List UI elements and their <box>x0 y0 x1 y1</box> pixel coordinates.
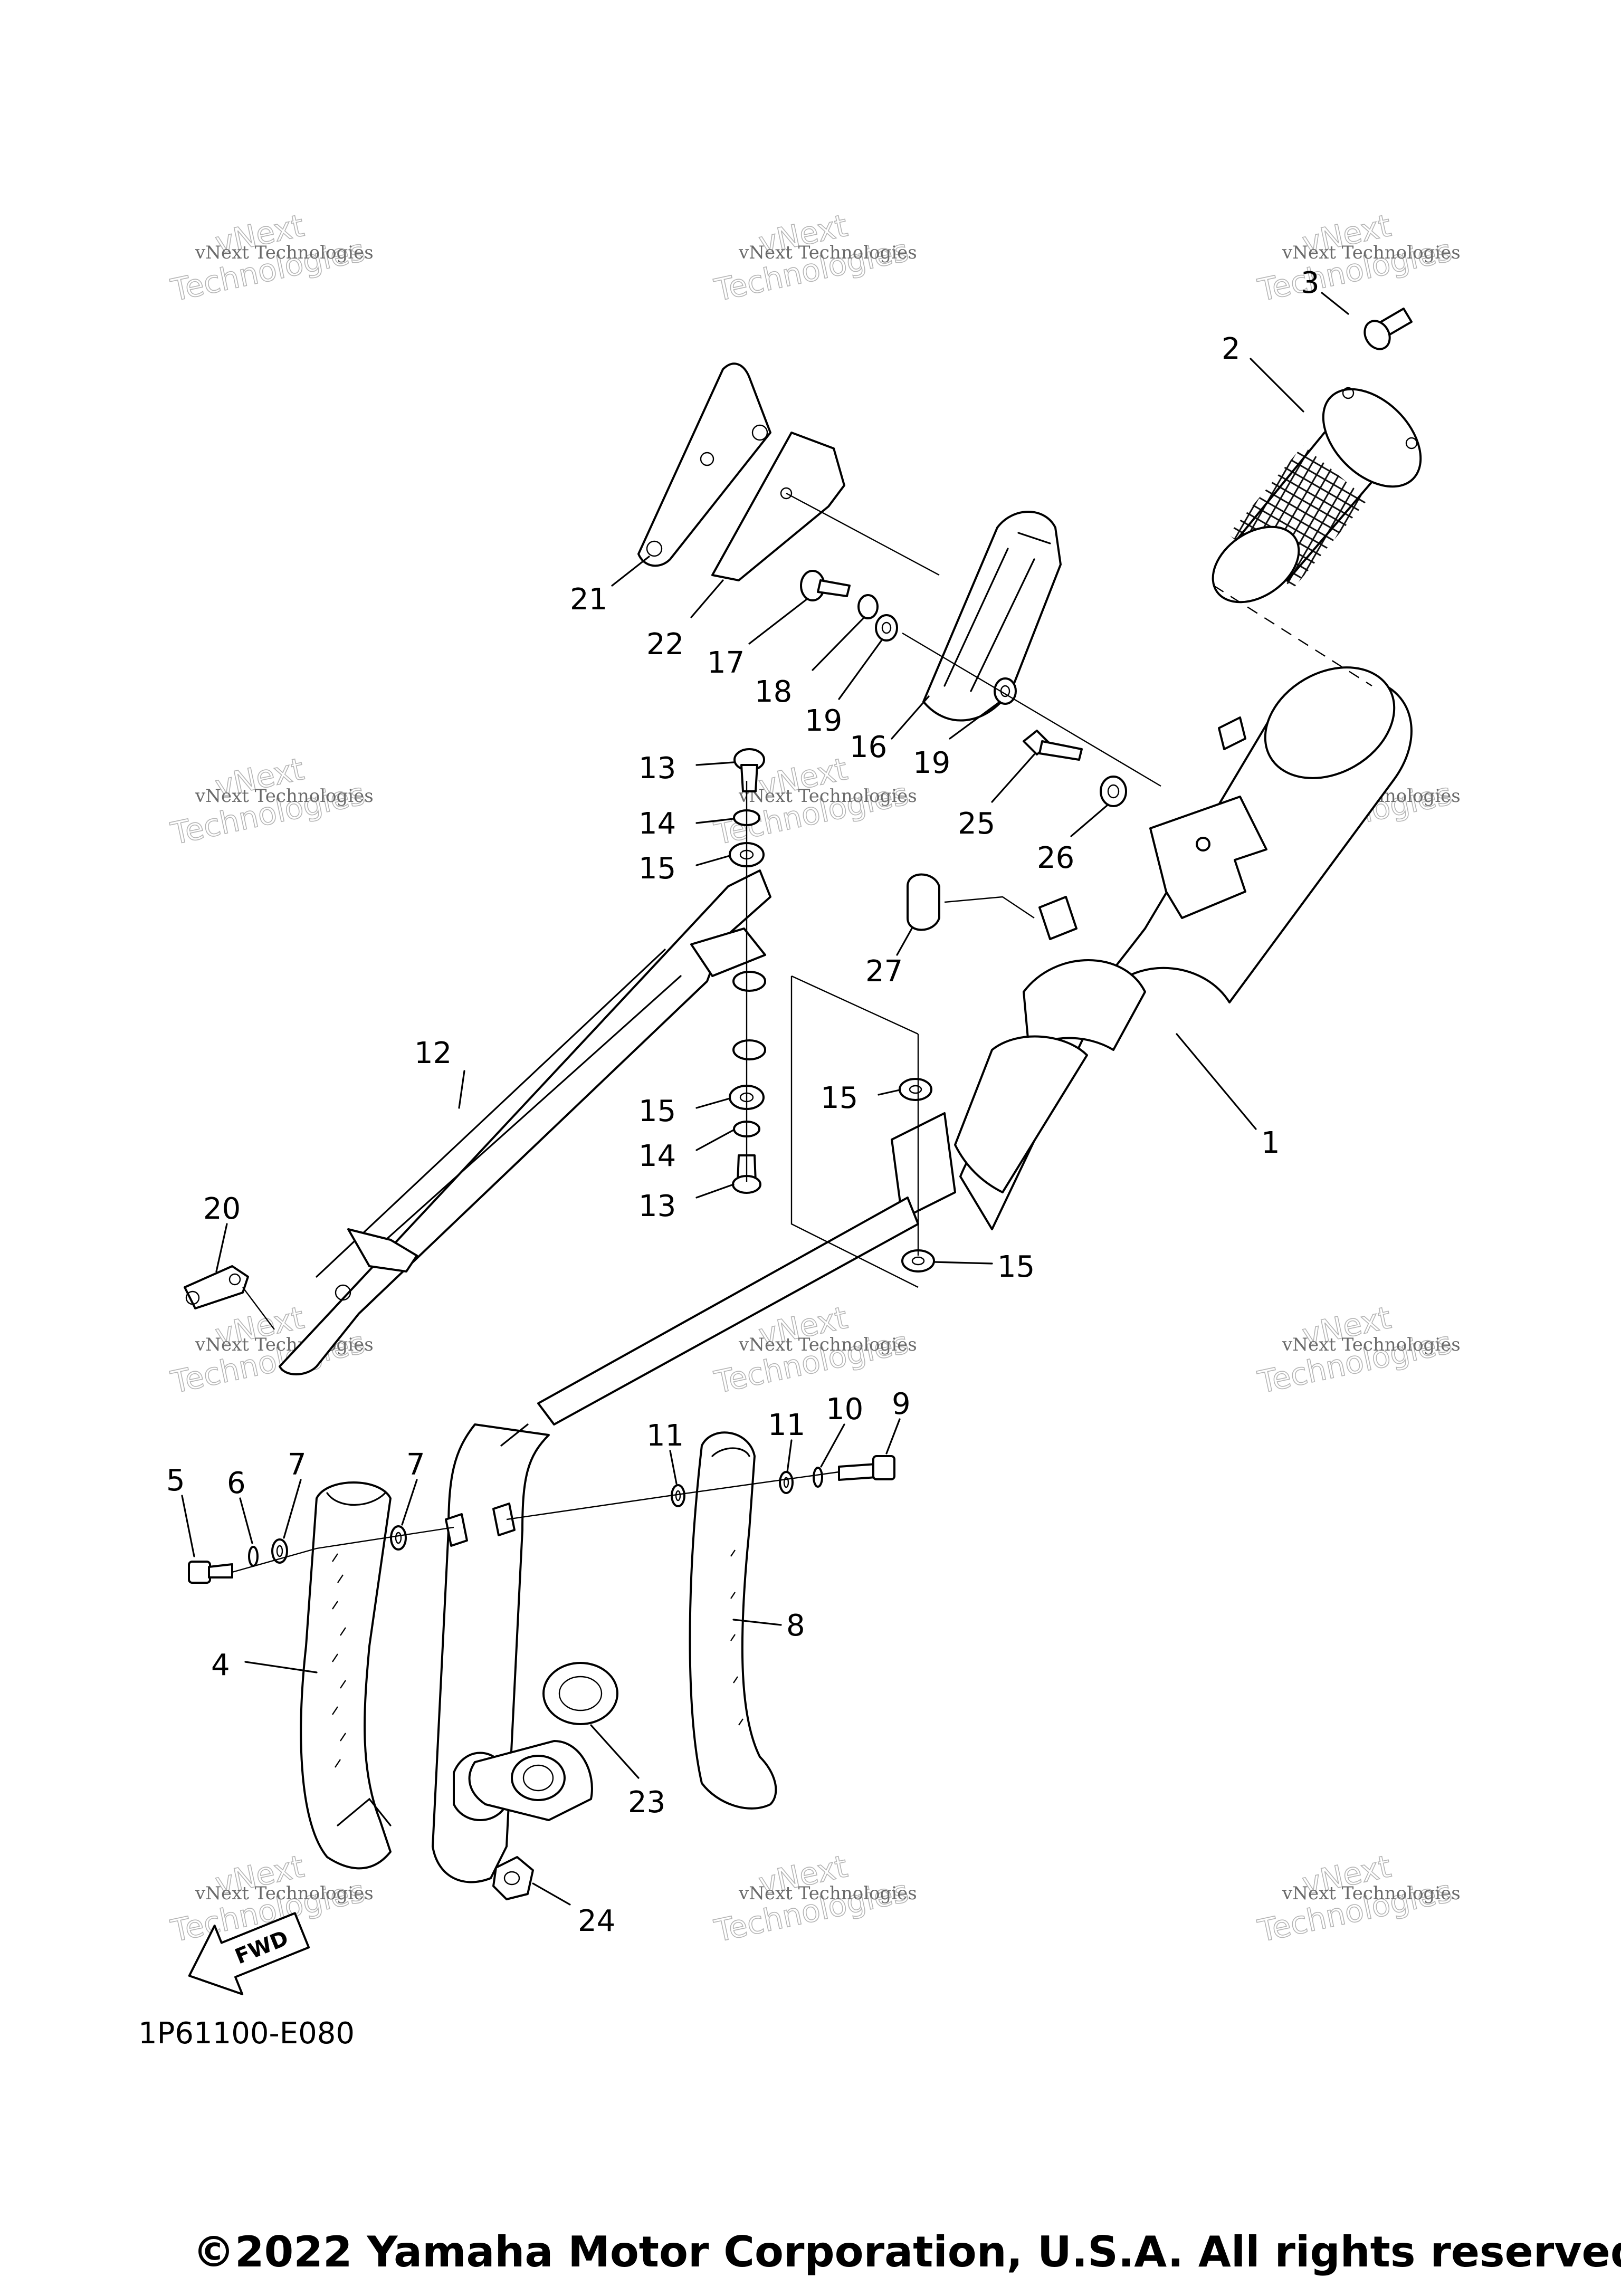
svg-text:vNext Technologies: vNext Technologies <box>738 1883 917 1904</box>
callout-19a: 19 <box>805 704 842 738</box>
muffler-stay-12 <box>279 869 771 1375</box>
screw-part-3 <box>1363 308 1413 350</box>
callout-15c: 15 <box>821 1081 858 1115</box>
callout-18: 18 <box>755 675 792 709</box>
callout-2: 2 <box>1222 332 1241 366</box>
watermark: Technologies vNext vNext Technologies <box>167 750 374 852</box>
muffler-body <box>954 666 1413 1230</box>
callout-3: 3 <box>1301 266 1320 300</box>
callout-26: 26 <box>1037 841 1074 875</box>
watermark: Technologies vNext vNext Technologies <box>1254 1848 1461 1949</box>
callout-23: 23 <box>628 1785 665 1820</box>
callout-1: 1 <box>1261 1126 1280 1160</box>
callout-15d: 15 <box>997 1250 1035 1284</box>
callout-21: 21 <box>570 582 607 617</box>
bolt-17 <box>800 570 851 601</box>
callout-13a: 13 <box>638 751 676 786</box>
callout-25: 25 <box>958 807 995 841</box>
svg-text:vNext Technologies: vNext Technologies <box>738 242 917 263</box>
bolt-5 <box>188 1561 233 1584</box>
svg-text:vNext Technologies: vNext Technologies <box>1282 1334 1461 1355</box>
protector-8 <box>689 1431 777 1810</box>
svg-text:vNext Technologies: vNext Technologies <box>738 1334 917 1355</box>
bolt-9 <box>838 1455 895 1481</box>
callout-24: 24 <box>578 1904 615 1938</box>
callout-16: 16 <box>850 730 887 764</box>
watermark: Technologies vNext vNext Technologies <box>167 207 374 309</box>
collar-7b <box>390 1525 407 1551</box>
callout-17: 17 <box>707 646 745 680</box>
callout-7a: 7 <box>288 1448 307 1482</box>
callout-15a: 15 <box>638 852 676 886</box>
watermark: Technologies vNext vNext Technologies <box>711 207 917 309</box>
washer-19b <box>994 677 1017 705</box>
callout-8: 8 <box>786 1609 805 1643</box>
callout-22: 22 <box>646 627 684 662</box>
callout-14b: 14 <box>638 1139 676 1173</box>
callout-19b: 19 <box>913 746 950 780</box>
washer-18 <box>857 594 879 619</box>
assembly-lines <box>232 492 1372 1573</box>
watermark: Technologies vNext vNext Technologies <box>711 1848 917 1949</box>
damper-15c <box>899 1078 932 1101</box>
collar-7a <box>271 1538 288 1564</box>
callout-6: 6 <box>227 1466 246 1500</box>
callout-7b: 7 <box>406 1448 425 1482</box>
watermark: Technologies vNext vNext Technologies <box>1254 207 1461 309</box>
callout-11b: 11 <box>768 1408 805 1442</box>
cover-22 <box>711 432 845 581</box>
svg-text:vNext Technologies: vNext Technologies <box>1282 1883 1461 1904</box>
svg-text:vNext Technologies: vNext Technologies <box>195 1334 374 1355</box>
gasket-23 <box>542 1662 618 1725</box>
washer-26 <box>1100 776 1127 807</box>
callout-14a: 14 <box>638 807 676 841</box>
protector-4 <box>300 1481 392 1870</box>
collar-11b <box>779 1471 794 1494</box>
callout-13b: 13 <box>638 1189 676 1223</box>
callout-15b: 15 <box>638 1094 676 1128</box>
copyright-notice: ©2022 Yamaha Motor Corporation, U.S.A. A… <box>193 2227 1621 2276</box>
callout-9: 9 <box>892 1387 911 1421</box>
svg-text:vNext Technologies: vNext Technologies <box>1282 242 1461 263</box>
washer-19a <box>875 614 898 642</box>
bolt-13a <box>733 748 765 792</box>
callout-4: 4 <box>211 1648 230 1682</box>
cover-21 <box>637 362 771 567</box>
leader-lines <box>181 292 1349 1906</box>
rubber-20 <box>184 1265 249 1309</box>
protector-16 <box>922 511 1062 722</box>
exhaust-flange <box>468 1740 593 1821</box>
bolt-25 <box>1023 730 1083 761</box>
callout-numbers: 1 2 3 4 5 6 7 7 8 9 10 11 11 12 13 13 14… <box>166 266 1320 1938</box>
callout-10: 10 <box>826 1392 863 1427</box>
svg-text:vNext Technologies: vNext Technologies <box>195 1883 374 1904</box>
damper-27 <box>907 873 940 931</box>
svg-text:vNext Technologies: vNext Technologies <box>738 786 917 807</box>
callout-5: 5 <box>166 1463 185 1498</box>
pipe-boss <box>445 1503 516 1547</box>
watermark: Technologies vNext vNext Technologies <box>1254 1299 1461 1401</box>
tail-pipe-arrester <box>1212 387 1422 604</box>
svg-text:vNext Technologies: vNext Technologies <box>195 786 374 807</box>
callout-12: 12 <box>414 1036 452 1070</box>
washer-6 <box>248 1546 259 1567</box>
callout-27: 27 <box>865 954 903 989</box>
diagram-code: 1P61100-E080 <box>138 2016 355 2051</box>
callout-11a: 11 <box>646 1419 684 1453</box>
callout-20: 20 <box>203 1192 241 1226</box>
nut-24 <box>492 1856 534 1900</box>
washer-10 <box>813 1467 823 1488</box>
svg-text:vNext Technologies: vNext Technologies <box>195 242 374 263</box>
